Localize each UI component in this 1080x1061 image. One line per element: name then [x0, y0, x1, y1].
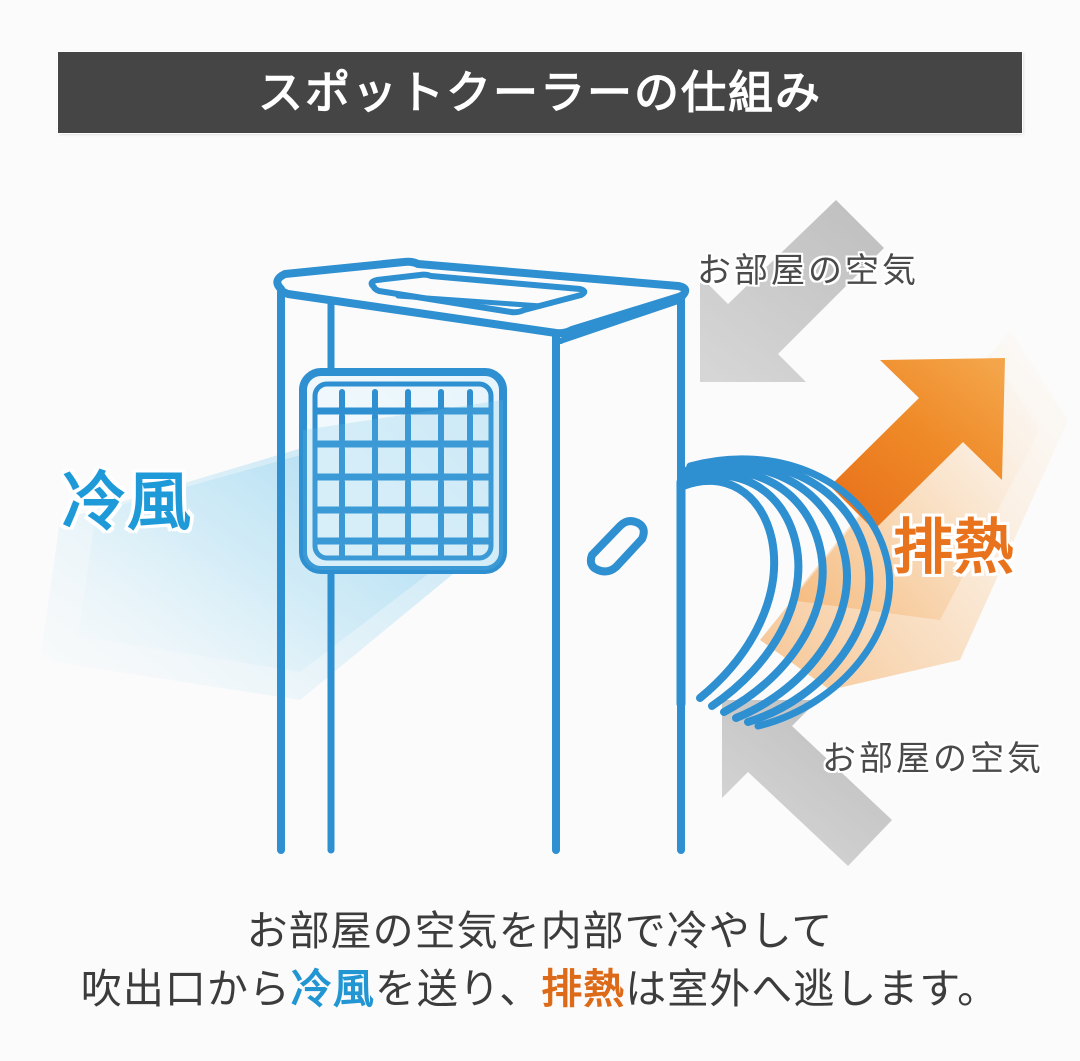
air-outlet-grille [299, 368, 507, 574]
caption-keyword-cool: 冷風 [290, 965, 375, 1014]
caption-line-1: お部屋の空気を内部で冷やして [246, 907, 834, 955]
caption-line-2-pre: 吹出口から [80, 965, 291, 1014]
label-room-air-top: お部屋の空気 [697, 251, 919, 291]
label-cool-air: 冷風 [62, 466, 192, 540]
title-banner: スポットクーラーの仕組み [58, 52, 1022, 133]
room-air-inflow-arrow-top [700, 200, 884, 382]
label-room-air-bottom: お部屋の空気 [822, 739, 1044, 779]
caption-line-2-post: は室外へ逃します。 [625, 965, 1000, 1014]
caption-block: お部屋の空気を内部で冷やして 吹出口から冷風を送り、排熱は室外へ逃します。 [0, 902, 1080, 1018]
exhaust-heat-arrow [830, 358, 1005, 530]
caption-line-2: 吹出口から冷風を送り、排熱は室外へ逃します。 [0, 960, 1080, 1018]
caption-keyword-heat: 排熱 [541, 965, 626, 1014]
label-exhaust-heat: 排熱 [893, 513, 1015, 583]
caption-line-2-mid: を送り、 [374, 965, 542, 1014]
page-title: スポットクーラーの仕組み [257, 66, 822, 119]
exhaust-duct-hose [676, 455, 894, 730]
side-handle-slot [586, 517, 648, 576]
room-air-inflow-arrow-bottom [722, 700, 892, 866]
